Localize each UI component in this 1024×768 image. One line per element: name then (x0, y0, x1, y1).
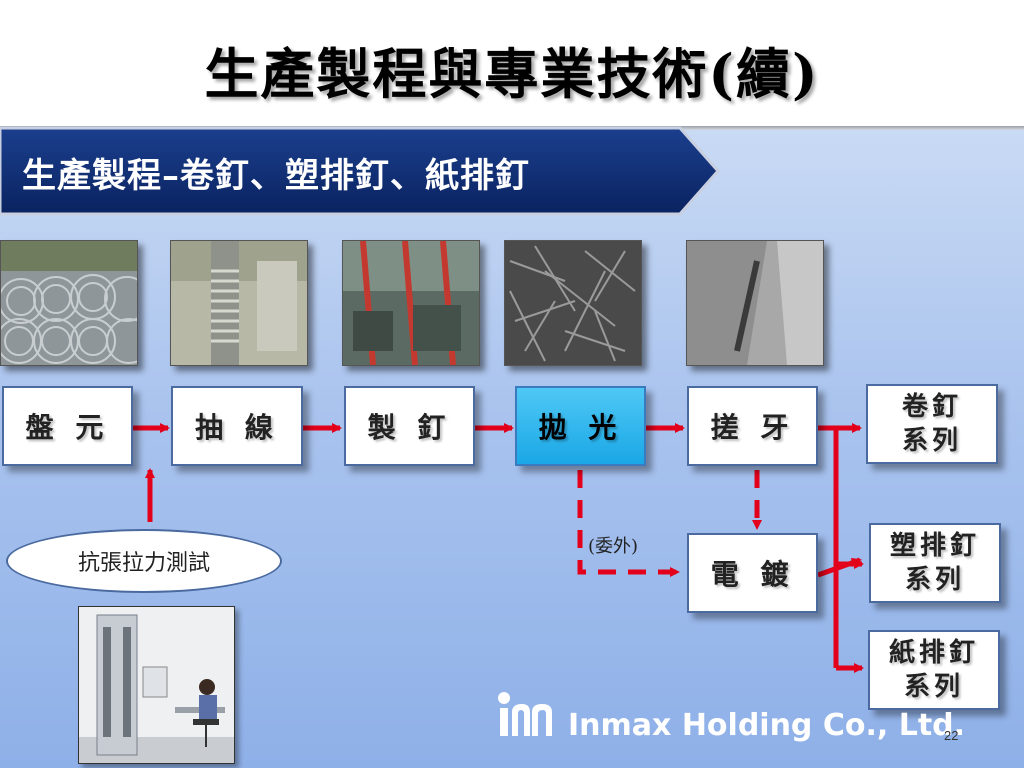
section-banner (0, 126, 720, 216)
step-wire-drawing: 抽 線 (171, 386, 303, 466)
tensile-test-photo (78, 606, 235, 764)
step-nail-making: 製 釘 (344, 386, 475, 466)
inmax-logo-icon (498, 692, 552, 736)
output-coil-nails: 卷釘系列 (866, 384, 998, 464)
page-title: 生產製程與專業技術(續) (204, 42, 820, 106)
output-plastic-strip-nails: 塑排釘系列 (869, 523, 1001, 603)
output-coil-line1: 卷釘 (901, 392, 962, 422)
polished-nails-photo (504, 240, 642, 366)
wire-coil-photo (0, 240, 138, 366)
section-banner-text: 生產製程–卷釘、塑排釘、紙排釘 (22, 156, 530, 196)
wire-drawing-photo (170, 240, 308, 366)
tensile-test-label: 抗張拉力測試 (6, 529, 282, 593)
output-paper-line2: 系列 (903, 672, 964, 702)
outsourced-label: (委外) (588, 536, 639, 557)
page-number: 22 (944, 728, 959, 743)
company-name: Inmax Holding Co., Ltd. (568, 708, 966, 743)
step-wire-rod: 盤 元 (2, 386, 133, 466)
output-coil-line2: 系列 (901, 426, 962, 456)
thread-rolling-photo (686, 240, 824, 366)
output-paper-strip-nails: 紙排釘系列 (868, 630, 1000, 710)
output-plastic-line1: 塑排釘 (889, 531, 980, 561)
output-plastic-line2: 系列 (904, 565, 965, 595)
step-thread-rolling: 搓 牙 (687, 386, 818, 466)
step-plating: 電 鍍 (687, 533, 818, 613)
step-polishing: 拋 光 (515, 386, 646, 466)
nail-making-photo (342, 240, 480, 366)
output-paper-line1: 紙排釘 (888, 638, 979, 668)
